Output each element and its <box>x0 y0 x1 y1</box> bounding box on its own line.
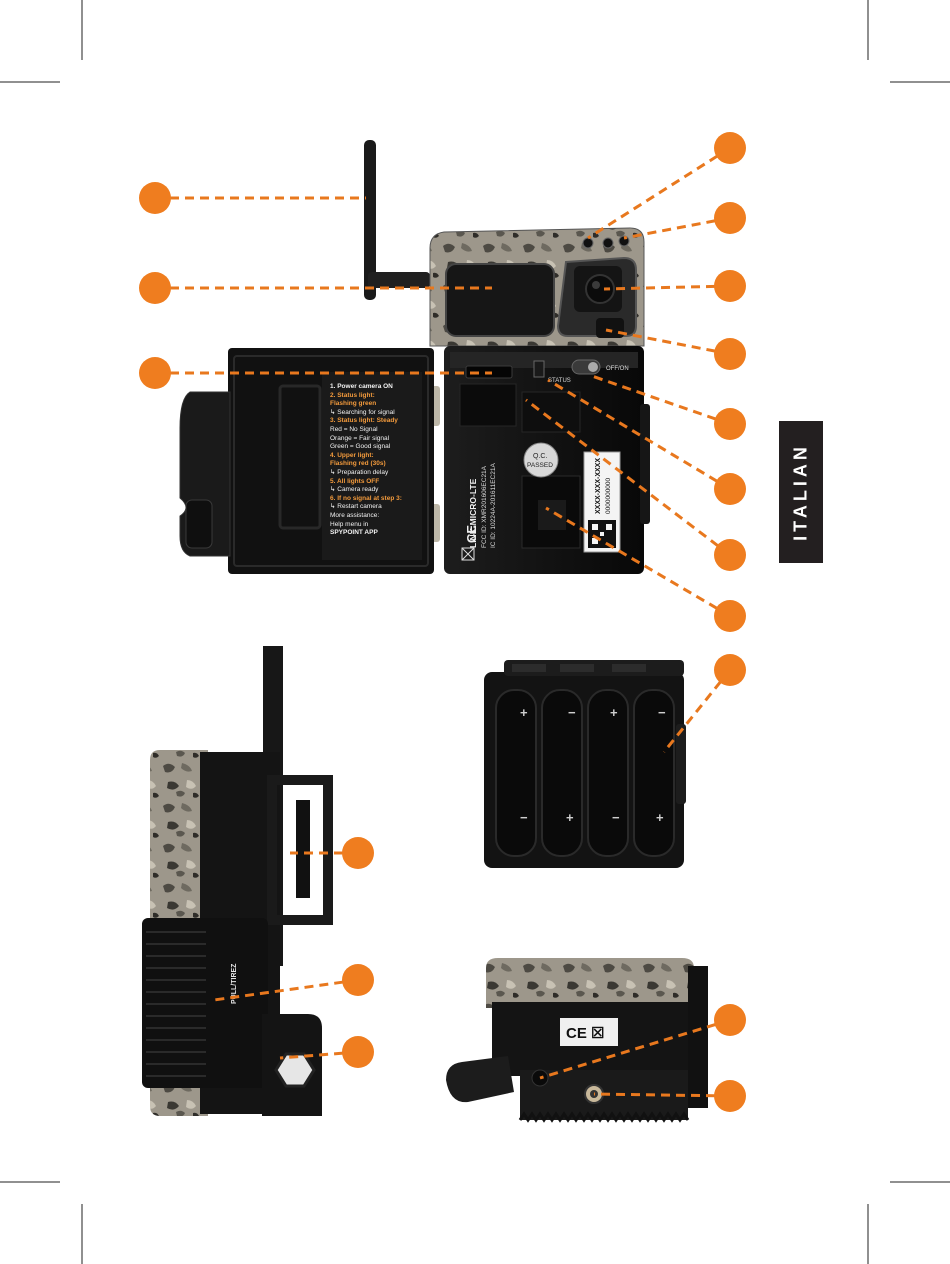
door-instruction-line: 5. All lights OFF <box>330 477 380 485</box>
side-view-figure: PULL/TIREZ <box>142 646 333 1116</box>
qc-sticker-line2: PASSED <box>527 462 553 469</box>
svg-text:−: − <box>520 810 528 825</box>
door-instruction-line: ↳ Camera ready <box>330 486 379 494</box>
svg-text:+: + <box>610 705 618 720</box>
camera-lens <box>585 274 615 304</box>
callout-marker <box>714 202 746 234</box>
fcc-id-label: FCC ID: XMR201606EC21A <box>481 465 488 548</box>
callout-marker <box>714 270 746 302</box>
motion-sensor <box>596 318 624 338</box>
language-tab: ITALIAN <box>779 421 823 563</box>
svg-text:CE: CE <box>464 525 479 543</box>
antenna <box>364 140 376 300</box>
callout-marker <box>139 357 171 389</box>
svg-text:+: + <box>520 705 528 720</box>
door-instruction-line: 6. If no signal at step 3: <box>330 494 402 502</box>
svg-text:+: + <box>566 810 574 825</box>
weee-icon <box>461 547 475 561</box>
door-instruction-line: Flashing red (30s) <box>330 460 386 468</box>
door-instruction-line: Flashing green <box>330 400 377 408</box>
callout-marker <box>714 132 746 164</box>
callouts <box>139 132 746 1112</box>
qc-sticker-line1: Q.C. <box>533 453 547 460</box>
callout-marker <box>139 182 171 214</box>
serial-line1: XXXX-XXX-XXXX <box>595 458 602 514</box>
callout-marker <box>139 272 171 304</box>
qc-sticker <box>523 442 559 478</box>
door-instruction-line: ↳ Preparation delay <box>330 468 389 476</box>
battery-slots <box>495 689 675 857</box>
callout-marker <box>714 600 746 632</box>
door-instruction-line: Orange = Fair signal <box>330 434 390 442</box>
bottom-antenna-base <box>446 1056 514 1103</box>
callout-marker <box>714 654 746 686</box>
polarity-marks: + − + − − + − + <box>520 705 666 825</box>
status-led-left <box>582 237 594 249</box>
bottom-marks: CE ☒ <box>566 1025 604 1042</box>
callout-marker <box>714 408 746 440</box>
svg-text:−: − <box>658 705 666 720</box>
svg-text:−: − <box>612 810 620 825</box>
ce-marking: CE <box>464 525 479 543</box>
door-instruction-line: 3. Status light: Steady <box>330 417 398 425</box>
door-instruction-line: ↳ Searching for signal <box>330 408 395 416</box>
door-instruction-line: ↳ Restart camera <box>330 503 382 511</box>
door-instruction-line: Green = Good signal <box>330 443 391 451</box>
bottom-view-figure: CE ☒ <box>446 958 708 1123</box>
callout-marker <box>714 1080 746 1112</box>
door-instruction-line: 4. Upper light: <box>330 451 374 459</box>
side-strap-bar <box>688 966 708 1108</box>
strap-bracket <box>267 775 333 925</box>
door-instruction-line: 2. Status light: <box>330 391 375 399</box>
open-camera-figure: OFF/ON STATUS LINK-MICRO-LTE FCC ID: XMR… <box>179 140 650 574</box>
switch-label: OFF/ON <box>606 366 629 372</box>
callout-marker <box>342 964 374 996</box>
battery-tray-figure: + − + − − + − + <box>484 660 686 868</box>
certification-sticker <box>560 1018 618 1046</box>
door-instruction-line: Red = No Signal <box>330 425 378 433</box>
callout-marker <box>714 473 746 505</box>
bottom-camo-top <box>486 958 694 1008</box>
pull-label: PULL/TIREZ <box>231 963 238 1004</box>
door-instruction-line: SPYPOINT APP <box>330 529 378 537</box>
ic-id-label: IC ID: 10224A-201611EC21A <box>490 463 497 548</box>
door-instruction-line: Help menu in <box>330 520 369 528</box>
callout-marker <box>714 1004 746 1036</box>
status-label: STATUS <box>548 378 571 384</box>
svg-text:−: − <box>568 705 576 720</box>
lock-hole <box>274 1052 316 1088</box>
status-led-middle <box>602 237 614 249</box>
model-label: LINK-MICRO-LTE <box>468 478 478 548</box>
callout-marker <box>342 1036 374 1068</box>
svg-text:+: + <box>656 810 664 825</box>
callout-marker <box>714 338 746 370</box>
door-instruction-line: More assistance: <box>330 511 380 519</box>
language-tab-label: ITALIAN <box>790 443 811 541</box>
latch-grip-ridges <box>146 931 206 1077</box>
callout-marker <box>342 837 374 869</box>
door-instruction-line: 1. Power camera ON <box>330 383 393 390</box>
serial-line2: 0000000000 <box>605 477 612 514</box>
flash-window <box>445 263 555 337</box>
callout-marker <box>714 539 746 571</box>
